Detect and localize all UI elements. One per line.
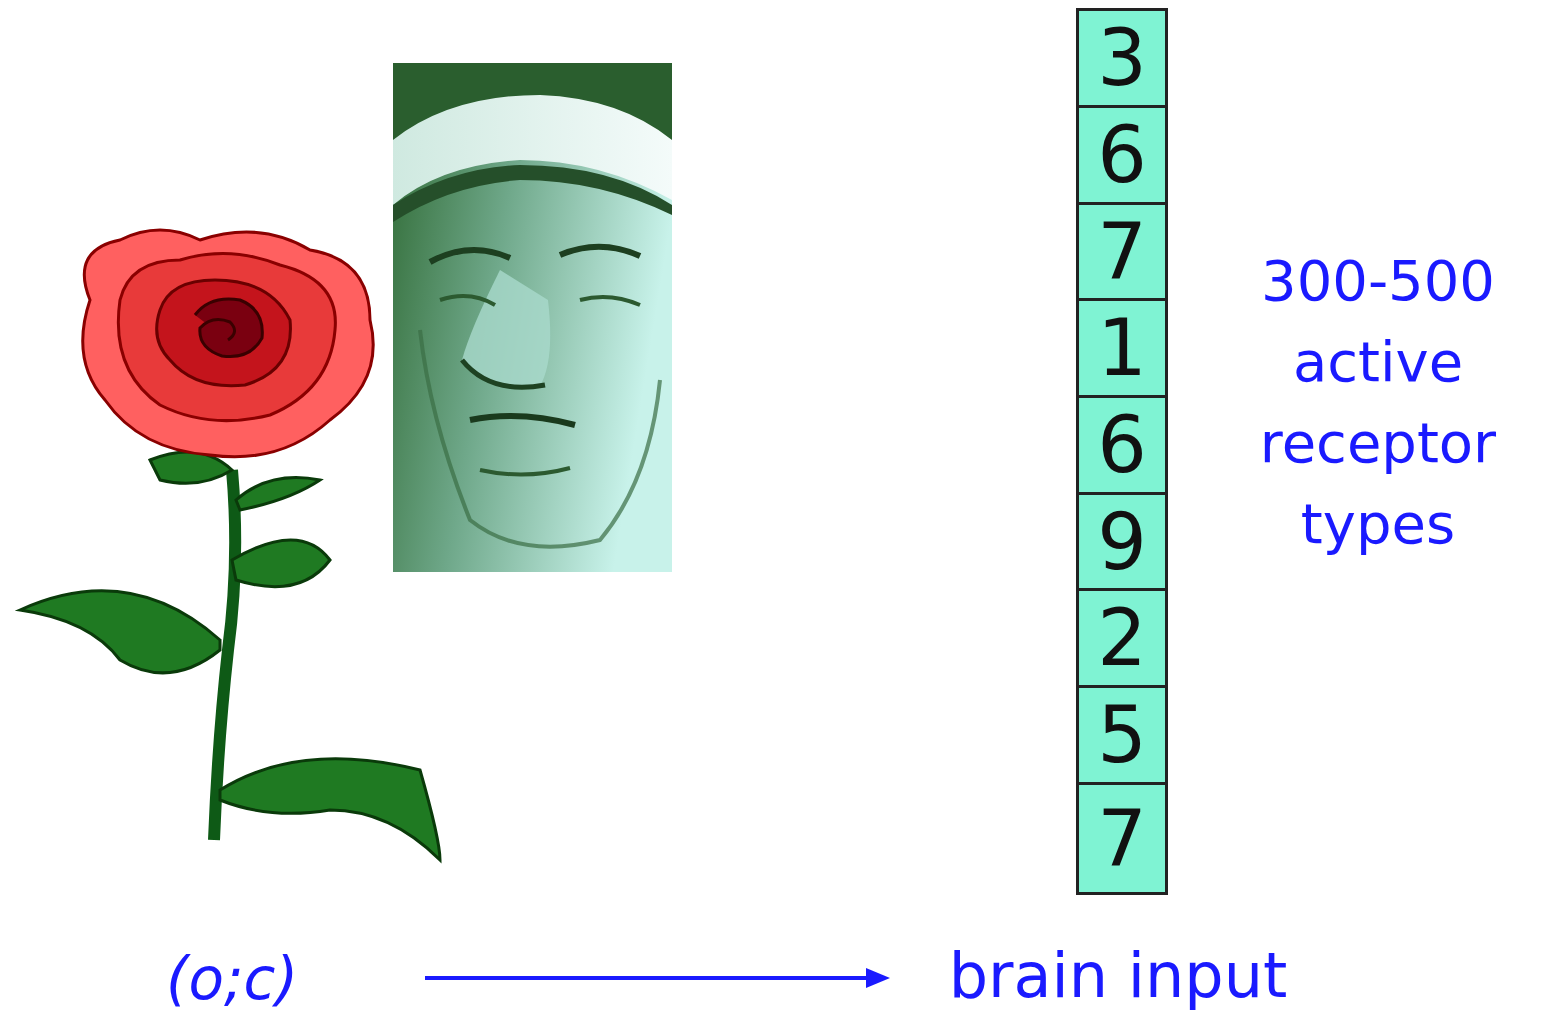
receptor-box: 3 [1076,8,1168,108]
odor-context: (o;c) [122,944,342,1014]
receptor-box: 1 [1076,298,1168,398]
receptor-box: 7 [1076,202,1168,301]
receptor-count: 2 [1097,599,1147,677]
receptor-count: 9 [1097,503,1147,581]
receptor-count: 3 [1097,19,1147,97]
receptor-count: 1 [1097,309,1147,387]
rose-drawing [20,230,440,860]
receptor-count: 7 [1097,800,1147,878]
receptor-box: 6 [1076,395,1168,495]
receptor-count: 6 [1097,406,1147,484]
receptor-count: 5 [1097,696,1147,774]
arrow [425,968,890,988]
receptor-count: 6 [1097,116,1147,194]
receptor-box: 6 [1076,105,1168,205]
receptor-box: 5 [1076,685,1168,785]
receptor-box: 2 [1076,588,1168,688]
receptor-box: 9 [1076,492,1168,591]
receptor-count: 7 [1097,213,1147,291]
face-photo [393,63,672,572]
receptor-box: 7 [1076,782,1168,895]
brain-input: brain input [918,940,1318,1012]
receptor-note: 300-500 active receptor types [1219,240,1537,564]
